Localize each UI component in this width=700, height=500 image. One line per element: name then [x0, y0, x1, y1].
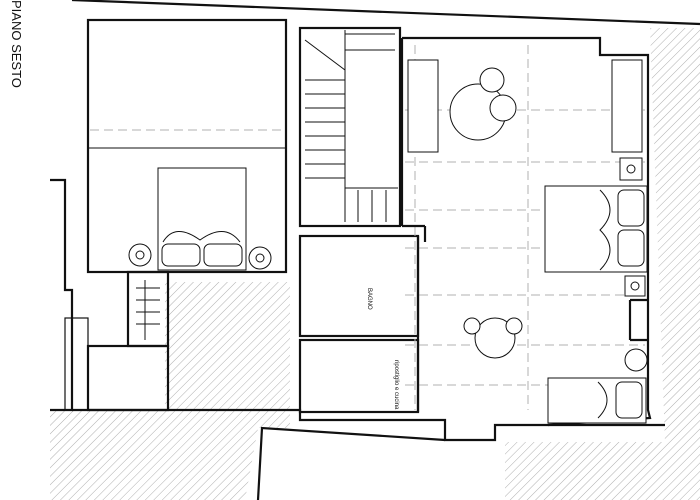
plant: [624, 348, 648, 372]
pillow: [203, 243, 243, 267]
dining-table: [474, 317, 516, 359]
kitchenette: [298, 338, 420, 414]
armchair: [479, 67, 505, 93]
small-room: [86, 344, 170, 412]
left-bedroom: [86, 18, 288, 274]
pillow: [615, 381, 643, 419]
landing: [64, 317, 89, 411]
interior-walls: [402, 224, 648, 412]
entrance-wall: [256, 426, 446, 500]
floor-title: PIANO SESTO: [9, 0, 24, 88]
kitchenette-label: ripostiglio e cucina: [393, 360, 399, 410]
staircase: [298, 26, 402, 228]
exterior-paving: [50, 28, 700, 500]
wardrobe: [126, 270, 170, 348]
sofa: [611, 59, 643, 153]
chair: [463, 317, 481, 335]
bathroom-label: BAGNO: [366, 288, 372, 310]
armchair: [489, 94, 517, 122]
living-room: [400, 36, 652, 427]
chair: [505, 317, 523, 335]
pillow: [617, 229, 645, 267]
bathroom: [298, 234, 420, 338]
pillow: [161, 243, 201, 267]
sofa: [407, 59, 439, 153]
pillow: [617, 189, 645, 227]
